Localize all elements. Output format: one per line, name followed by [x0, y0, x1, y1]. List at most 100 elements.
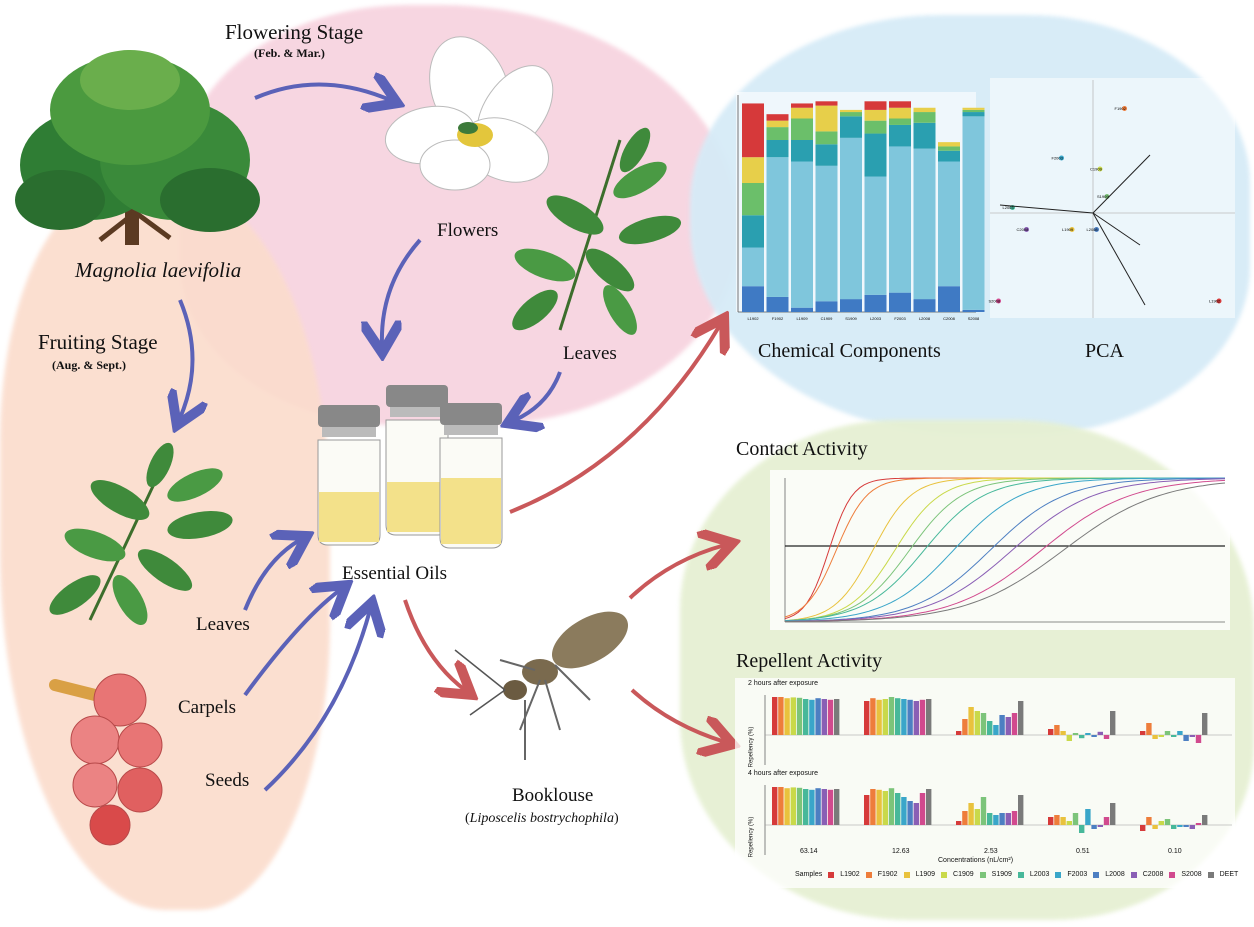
- stacked-bar-segment: [840, 137, 862, 300]
- legend-swatch: [1093, 871, 1100, 878]
- chem-x-tick-label: C2008: [943, 316, 956, 321]
- stacked-bar-segment: [962, 109, 985, 113]
- repellency-bar: [1146, 817, 1152, 825]
- arrow-seeds-to-oils: [263, 610, 370, 792]
- repellency-bar: [926, 789, 932, 825]
- repellency-bar: [1018, 795, 1024, 825]
- stacked-bar-segment: [962, 116, 985, 310]
- legend-entry-label: L2003: [1029, 871, 1050, 878]
- repellency-bar: [1195, 735, 1202, 743]
- arrow-booklouse-to-repellent: [630, 688, 725, 742]
- repellency-bar: [834, 789, 840, 825]
- repellency-bar: [809, 789, 815, 825]
- pca-loading-vector: [1092, 212, 1146, 306]
- stacked-bar-segment: [889, 146, 911, 293]
- repellency-bar: [1152, 735, 1158, 739]
- legend-swatch: [1130, 871, 1137, 878]
- pca-chart: F1902C1909S1909L2008C2008L2003L1909S2008…: [989, 78, 1235, 318]
- pca-point: [1059, 155, 1064, 161]
- legend-entry-label: F1902: [877, 871, 898, 878]
- essential-oil-vials-illustration: [317, 385, 503, 549]
- dose-response-curve: [785, 478, 1226, 622]
- stacked-bar-segment: [889, 292, 911, 312]
- pca-point-label: C2008: [1017, 227, 1030, 232]
- repellency-bar: [1202, 713, 1208, 735]
- stacked-bar-segment: [815, 101, 838, 106]
- legend-swatch: [941, 871, 948, 878]
- repellency-bar: [1183, 825, 1189, 827]
- repellency-bar: [1164, 731, 1171, 735]
- stacked-bar-segment: [742, 215, 764, 248]
- carpels-label: Carpels: [178, 697, 237, 718]
- repellency-bar: [1066, 735, 1072, 741]
- flowering-stage-label: Flowering Stage: [225, 20, 364, 44]
- rep-2h-label: 2 hours after exposure: [748, 680, 819, 687]
- repellency-bar: [1091, 825, 1097, 829]
- repellency-bar: [1079, 825, 1085, 833]
- stacked-bar-segment: [815, 301, 838, 312]
- leaves-label-top: Leaves: [563, 343, 617, 364]
- legend-entry-label: L2008: [1105, 871, 1125, 878]
- repellency-bar: [1171, 825, 1177, 829]
- stacked-bar-segment: [913, 122, 936, 149]
- pca-point: [1069, 227, 1075, 232]
- repellency-bar: [1060, 731, 1066, 735]
- booklouse-latin-name: Liposcelis bostrychophila: [469, 811, 614, 826]
- flowers-label: Flowers: [437, 220, 499, 241]
- chem-x-tick-label: C1909: [821, 316, 834, 321]
- magnolia-tree-illustration: [15, 50, 260, 245]
- legend-swatch: [903, 871, 910, 878]
- stacked-bar-segment: [962, 112, 985, 117]
- repellency-bar: [1097, 731, 1103, 735]
- stacked-bar-segment: [889, 101, 911, 108]
- stacked-bar-segment: [840, 109, 862, 113]
- repellency-bar: [1146, 723, 1152, 735]
- repellency-bar: [1164, 819, 1171, 825]
- stacked-bar-segment: [815, 105, 838, 132]
- legend-swatch: [979, 871, 986, 878]
- rep-xlabel: Concentrations (nL/cm²): [938, 857, 1014, 864]
- concentration-tick-label: 12.63: [892, 848, 910, 855]
- repellency-bar: [1103, 735, 1110, 739]
- stacked-bar-segment: [742, 286, 764, 312]
- pca-point-label: S2008: [989, 299, 1001, 304]
- repellency-bar: [1195, 823, 1202, 825]
- rep-4h-label: 4 hours after exposure: [748, 770, 819, 777]
- stacked-bar-segment: [840, 116, 862, 138]
- carpels-seeds-illustration: [49, 673, 163, 846]
- leaves-branch-illustration-top: [512, 127, 682, 335]
- legend-entry-label: C1909: [953, 871, 974, 878]
- pca-title: PCA: [1085, 340, 1124, 362]
- booklouse-illustration: [454, 611, 628, 760]
- chem-x-tick-label: L2003: [870, 316, 882, 321]
- repellency-bar: [1085, 809, 1091, 825]
- repellency-bar: [1103, 817, 1110, 825]
- seeds-label: Seeds: [205, 770, 250, 791]
- repellency-bar: [882, 699, 888, 735]
- repellency-bar: [974, 809, 980, 825]
- repellency-bar: [888, 788, 895, 825]
- pca-point-label: L1909: [1062, 227, 1074, 232]
- repellency-bar: [803, 789, 809, 825]
- stacked-bar-segment: [962, 107, 985, 110]
- booklouse-label: Booklouse: [512, 785, 593, 807]
- repellency-bar: [876, 789, 882, 825]
- stacked-bar-segment: [766, 140, 789, 158]
- arrow-booklouse-to-contact: [628, 545, 725, 600]
- stacked-bar-segment: [742, 157, 764, 183]
- repellency-bar: [1072, 733, 1079, 735]
- repellent-activity-title: Repellent Activity: [736, 650, 883, 672]
- pca-point: [1024, 227, 1029, 232]
- repellency-bar: [790, 697, 796, 735]
- repellency-bar: [1054, 815, 1060, 825]
- repellency-bar: [1048, 817, 1054, 825]
- stacked-bar-segment: [791, 103, 813, 108]
- repellency-bar: [926, 699, 932, 735]
- repellency-bar: [1183, 735, 1189, 741]
- arrow-leaves-to-oils: [515, 371, 562, 420]
- leaves-branch-illustration-bottom: [49, 442, 233, 625]
- contact-activity-title: Contact Activity: [736, 438, 868, 460]
- repellency-bar: [864, 701, 870, 735]
- repellency-bar: [987, 721, 993, 735]
